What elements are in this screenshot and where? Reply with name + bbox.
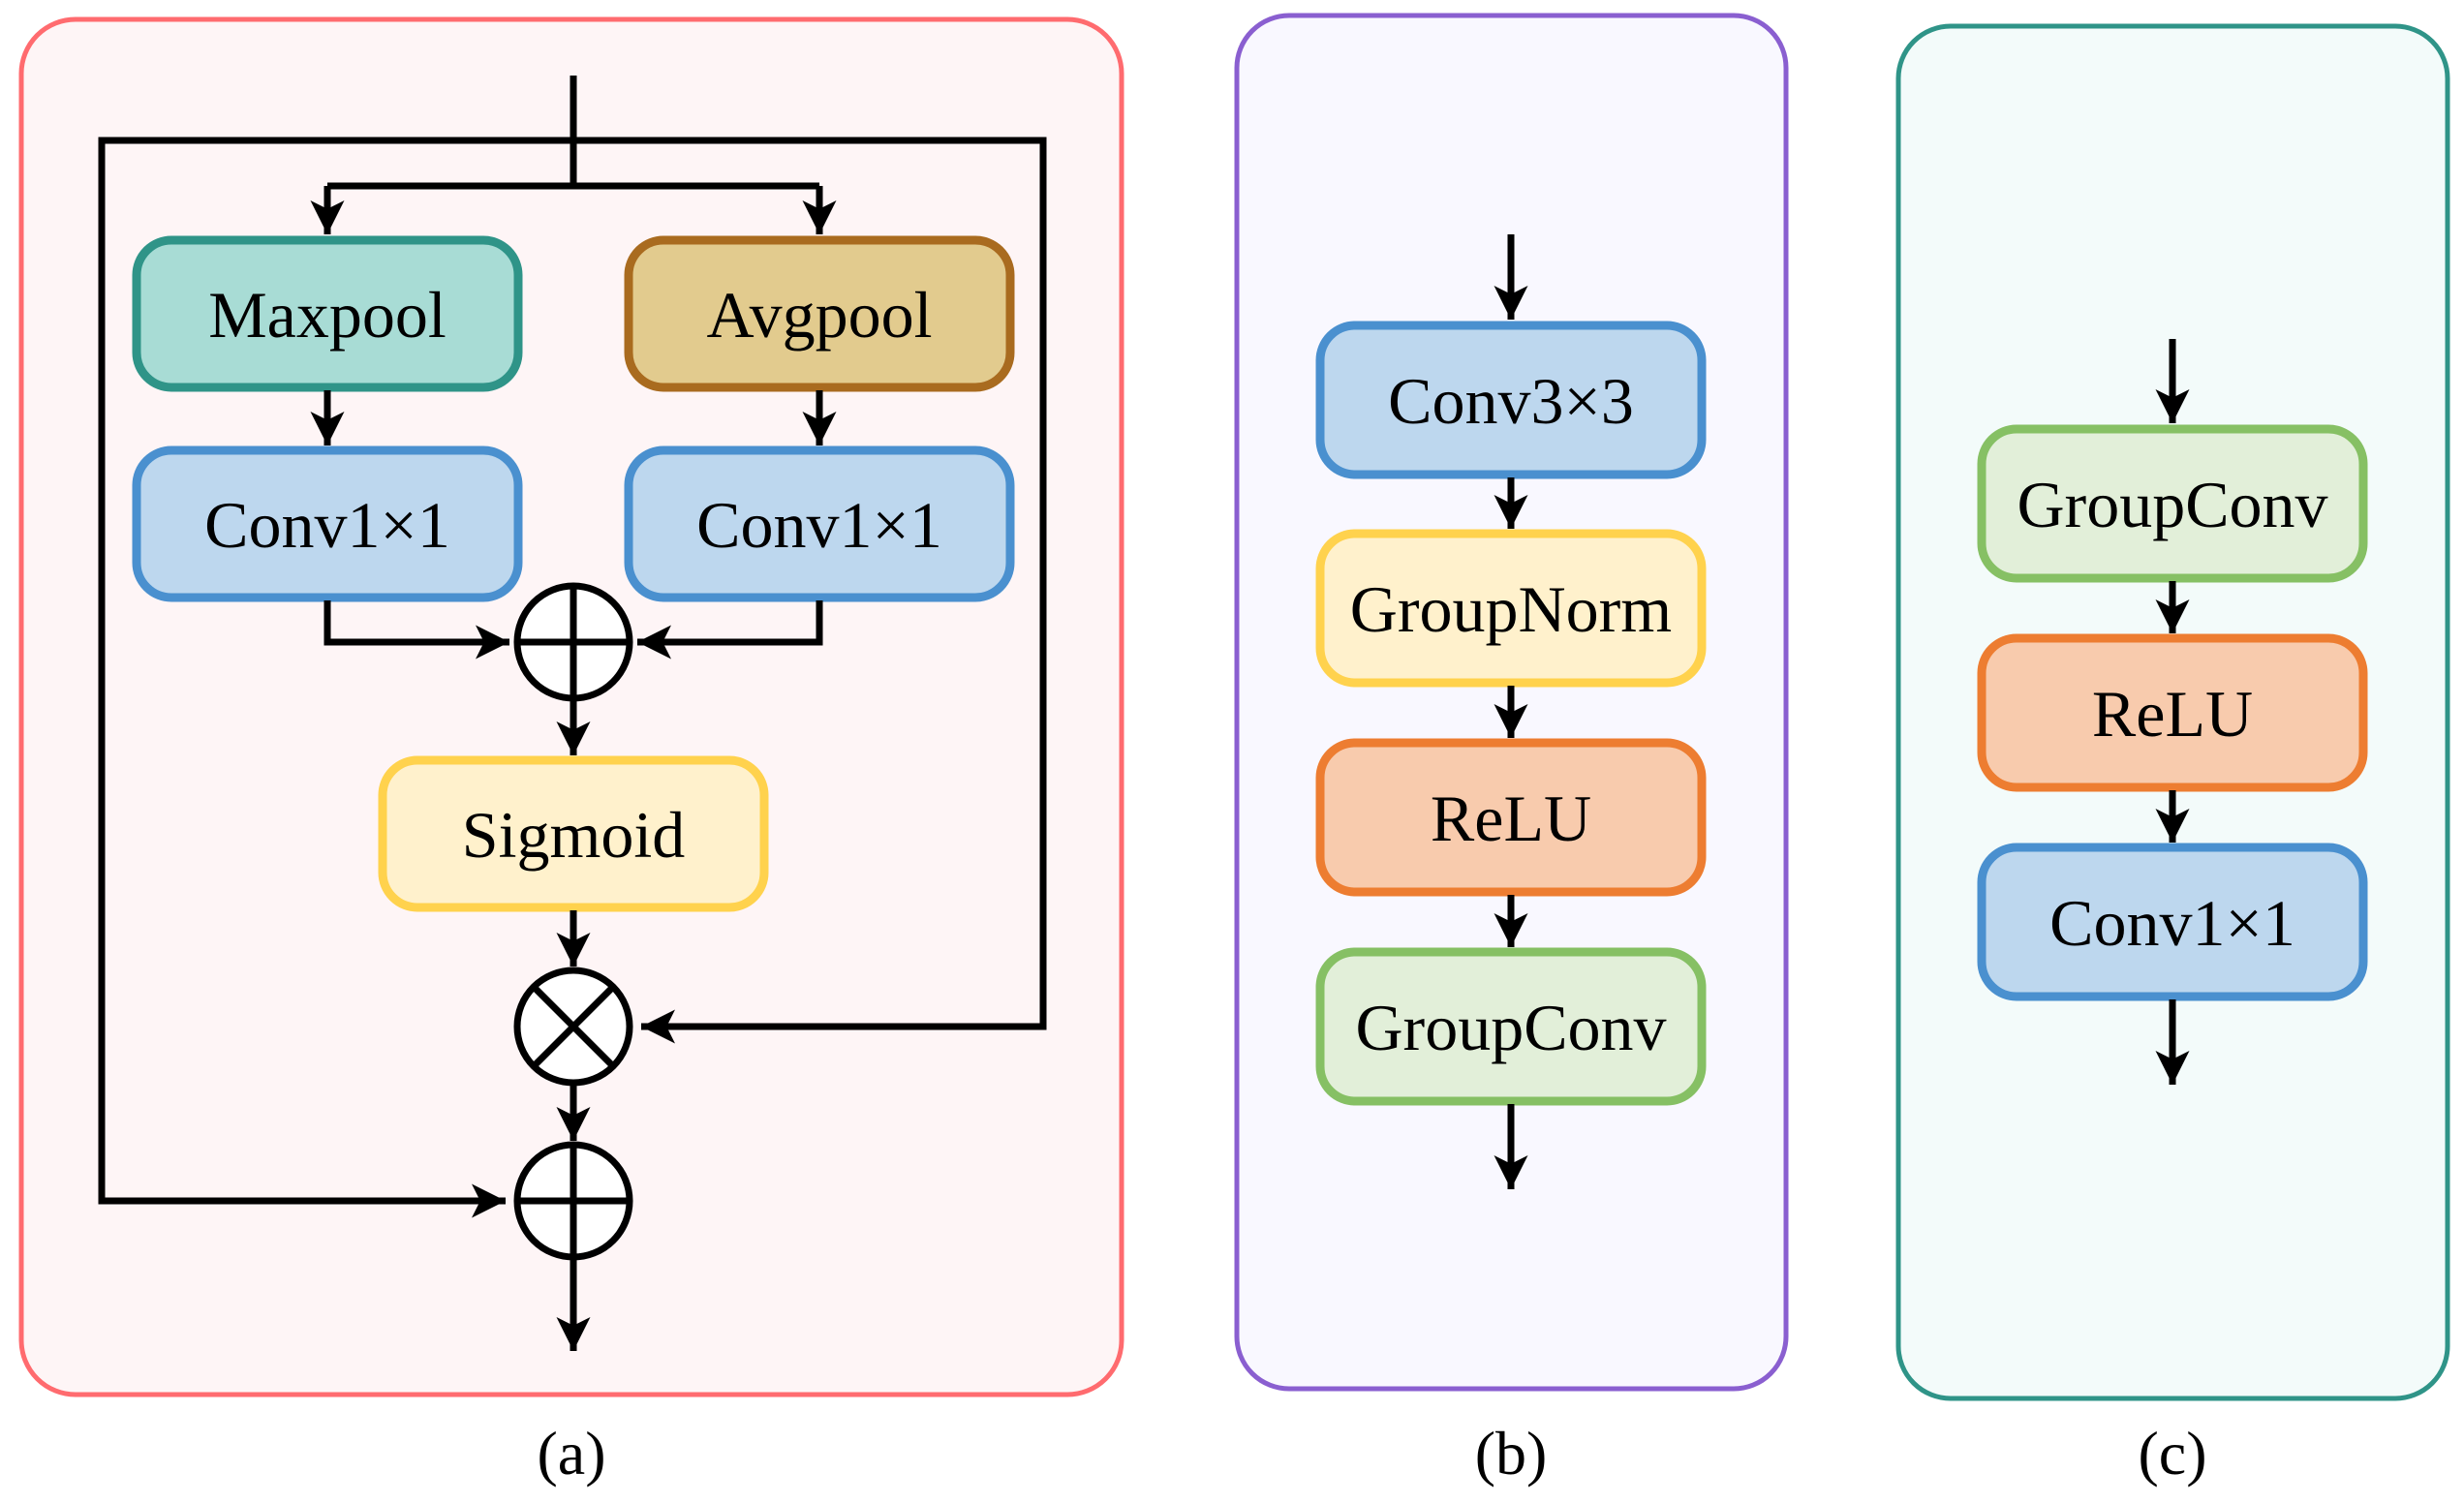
caption-a: (a): [537, 1419, 605, 1488]
relu-label: ReLU: [1431, 782, 1591, 855]
maxpool-label: Maxpool: [208, 278, 447, 352]
conv1x1-label: Conv1×1: [2049, 886, 2295, 960]
relu-label: ReLU: [2092, 677, 2253, 751]
conv1x1-left-block: Conv1×1: [132, 445, 523, 602]
maxpool-block: Maxpool: [132, 235, 523, 392]
skip-connection-line: [98, 76, 577, 1201]
multiply-operator-icon: [513, 967, 633, 1087]
merge-right-line: [637, 600, 823, 660]
conv1x1-left-label: Conv1×1: [204, 488, 450, 562]
avgpool-block: Avgpool: [624, 235, 1015, 392]
groupconv-block: GroupConv: [1977, 424, 2368, 583]
sigmoid-block: Sigmoid: [378, 755, 769, 912]
conv1x1-right-label: Conv1×1: [696, 488, 942, 562]
attention-skip-line: [573, 137, 1047, 1044]
add-operator-icon: [513, 582, 633, 702]
avgpool-label: Avgpool: [707, 278, 933, 352]
caption-c: (c): [2138, 1419, 2206, 1488]
groupconv-label: GroupConv: [2017, 468, 2327, 541]
relu-block: ReLU: [1315, 738, 1707, 897]
merge-left-line: [323, 600, 509, 660]
panel-a: Maxpool Avgpool Conv1×1 Conv1×1 Sigmoid: [18, 16, 1124, 1488]
panel-c: GroupConv ReLU Conv1×1 (c): [1895, 23, 2450, 1488]
conv1x1-right-block: Conv1×1: [624, 445, 1015, 602]
add-operator-icon: [513, 1141, 633, 1261]
conv3x3-block: Conv3×3: [1315, 321, 1707, 479]
caption-b: (b): [1475, 1419, 1548, 1488]
groupnorm-block: GroupNorm: [1315, 529, 1707, 688]
groupconv-block: GroupConv: [1315, 947, 1707, 1106]
panel-b: Conv3×3 GroupNorm ReLU GroupConv (b): [1234, 13, 1789, 1488]
conv1x1-block: Conv1×1: [1977, 843, 2368, 1001]
groupnorm-label: GroupNorm: [1350, 572, 1672, 646]
sigmoid-label: Sigmoid: [462, 798, 686, 872]
conv3x3-label: Conv3×3: [1388, 364, 1634, 438]
groupconv-label: GroupConv: [1355, 991, 1666, 1064]
relu-block: ReLU: [1977, 633, 2368, 792]
